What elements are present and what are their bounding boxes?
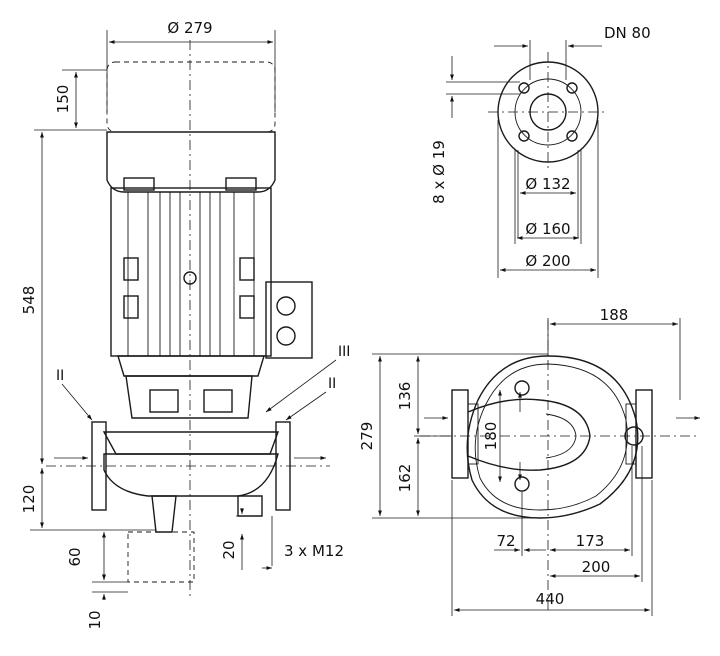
dim-plan-lower-depth: 162	[396, 464, 414, 493]
bracket-right-upper	[239, 257, 255, 281]
flange-bolt-holes	[518, 82, 578, 142]
dim-bolt-circle: Ø 160	[525, 220, 570, 238]
dim-top-clearance: 150	[54, 85, 72, 114]
volute-inner-outline	[474, 363, 628, 511]
motor-fan-cover-outline	[106, 61, 276, 133]
lifting-lug-right	[225, 177, 257, 191]
dim-foot-height: 60	[66, 547, 84, 566]
pump-cover	[102, 431, 279, 455]
cable-gland-lower	[276, 326, 296, 346]
lantern-window-left	[149, 389, 179, 413]
motor-cooling-fins	[127, 192, 255, 356]
cable-gland-upper	[276, 296, 296, 316]
terminal-box	[265, 281, 313, 359]
bracket-left-upper	[123, 257, 139, 281]
plan-flange-right-neck	[625, 403, 637, 465]
dim-motor-diameter: Ø 279	[167, 19, 212, 37]
dim-flange-holes: 8 x Ø 19	[430, 140, 448, 204]
dim-foot-offset: 20	[220, 540, 238, 559]
dim-plan-offset-200: 200	[582, 558, 611, 576]
volute-outline	[466, 355, 639, 519]
dim-plan-right-width: 188	[600, 306, 629, 324]
bolt-spec-label: 3 x M12	[284, 542, 344, 560]
side-view: Ø 279 150 548 120 60 10 20 3 x M12 II	[20, 19, 350, 630]
bracket-right-lower	[239, 295, 255, 319]
mounting-hole-top	[514, 380, 530, 396]
dim-axis-height: 120	[20, 485, 38, 514]
dim-flange-outer: Ø 200	[525, 252, 570, 270]
plan-flange-left	[451, 389, 469, 479]
lifting-lug-left	[123, 177, 155, 191]
dim-plan-total-length: 440	[536, 590, 565, 608]
motor-cap	[106, 131, 276, 193]
lantern-window-right	[203, 389, 233, 413]
pump-volute	[103, 453, 279, 497]
dim-flange-nominal: DN 80	[604, 24, 651, 42]
dim-plan-offset-small: 72	[496, 532, 515, 550]
plan-flange-left-neck	[467, 403, 479, 465]
dim-bolt-circle-inner: Ø 132	[525, 175, 570, 193]
callout-port-right: II	[328, 376, 336, 392]
dim-base-thickness: 10	[86, 610, 104, 629]
base-block-outline	[127, 531, 195, 583]
dim-port-spacing: 180	[482, 422, 500, 451]
dim-overall-height: 548	[20, 286, 38, 315]
dim-plan-total-depth: 279	[358, 422, 376, 451]
mounting-hole-bottom	[514, 476, 530, 492]
flange-view: DN 80 8 x Ø 19 Ø 132 Ø 160 Ø 200	[430, 24, 651, 278]
dim-plan-upper-depth: 136	[396, 382, 414, 411]
callout-port-top: III	[338, 344, 350, 360]
motor-flange	[117, 355, 265, 377]
pump-foot-left	[151, 495, 177, 533]
dim-plan-offset-mid: 173	[576, 532, 605, 550]
lantern	[125, 375, 253, 419]
plan-view: 188 279 136 162 180 72 173 200 440	[358, 306, 700, 616]
callout-port-left: II	[56, 368, 64, 384]
bracket-left-lower	[123, 295, 139, 319]
